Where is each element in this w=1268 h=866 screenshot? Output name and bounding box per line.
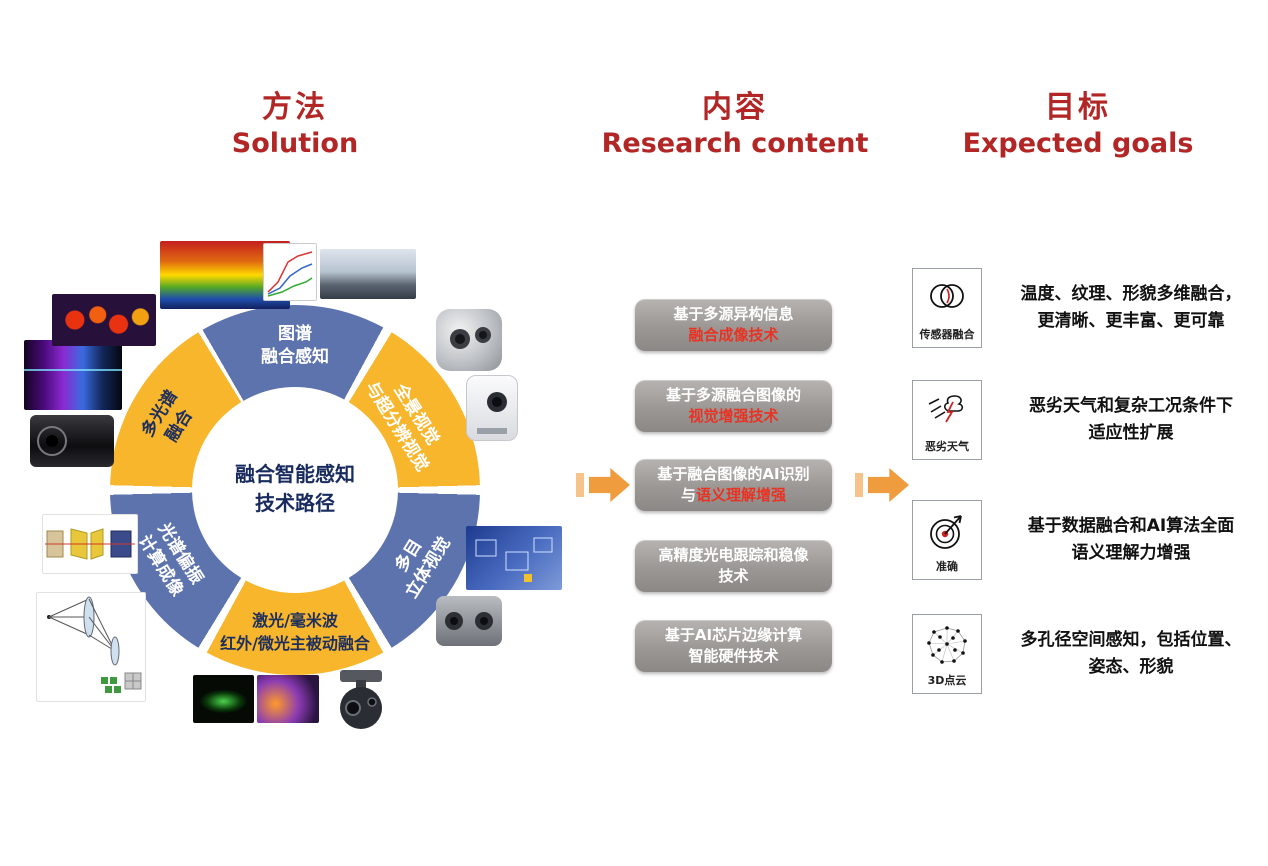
goal-box-accuracy: 准确 xyxy=(912,500,982,580)
solution-header-zh: 方法 xyxy=(262,90,328,125)
optical-path-svg xyxy=(47,596,142,693)
night-vision-frame-image xyxy=(193,675,254,723)
arrow-stripe xyxy=(855,473,863,497)
goals-header-zh: 目标 xyxy=(1045,90,1111,125)
white-camera-device-image xyxy=(466,375,518,441)
goal-label: 恶劣天气 xyxy=(925,440,969,453)
goal-desc-accuracy: 基于数据融合和AI算法全面 语义理解力增强 xyxy=(1027,516,1235,563)
goal-label: 3D点云 xyxy=(927,674,967,687)
donut-center-title: 融合智能感知 技术路径 xyxy=(235,462,355,515)
content-header: 内容 Research content xyxy=(595,82,875,159)
arrow-stripe xyxy=(576,473,584,497)
content-box-edge-computing: 基于AI芯片边缘计算 智能硬件技术 xyxy=(635,620,832,672)
spectral-curves-chart xyxy=(263,243,317,301)
panorama-photo xyxy=(320,249,416,299)
gimbal-camera-svg xyxy=(340,670,382,729)
goal-desc-point-cloud: 多孔径空间感知，包括位置、 姿态、形貌 xyxy=(1020,630,1242,677)
gimbal-camera-image xyxy=(322,668,400,732)
solution-header: 方法 Solution xyxy=(195,82,395,159)
black-lens-module-svg xyxy=(37,426,67,456)
bad-weather-icon xyxy=(925,388,969,432)
content-box-tracking-stabilization: 高精度光电跟踪和稳像 技术 xyxy=(635,540,832,592)
thermal-scene-frame-image xyxy=(257,675,319,723)
content-header-zh: 内容 xyxy=(702,90,768,125)
goals-header-en: Expected goals xyxy=(962,128,1194,159)
right-arrow-icon xyxy=(589,468,630,502)
goal-label: 传感器融合 xyxy=(919,328,975,341)
stereo-camera-image xyxy=(436,596,502,646)
content-header-en: Research content xyxy=(601,128,869,159)
sensor-fusion-icon xyxy=(925,276,969,320)
thermal-strawberries-image xyxy=(52,294,156,346)
point-cloud-icon xyxy=(925,622,969,670)
goal-desc-sensor-fusion: 温度、纹理、形貌多维融合， 更清晰、更丰富、更可靠 xyxy=(1020,284,1242,331)
stereo-blocks-svg xyxy=(475,537,553,582)
stereo-camera-svg xyxy=(445,612,493,630)
accuracy-target-icon xyxy=(925,508,969,556)
goals-header: 目标 Expected goals xyxy=(938,82,1218,159)
goal-box-sensor-fusion: 传感器融合 xyxy=(912,268,982,348)
spectral-waterfall-svg xyxy=(24,369,122,371)
optical-path-diagram xyxy=(36,592,146,702)
right-arrow-icon xyxy=(868,468,909,502)
donut-hole xyxy=(192,387,398,593)
lens-assembly-diagram xyxy=(42,514,138,574)
segment-label-top: 图谱 融合感知 xyxy=(261,324,329,367)
goal-desc-bad-weather: 恶劣天气和复杂工况条件下 适应性扩展 xyxy=(1029,396,1233,443)
content-box-vision-enhancement: 基于多源融合图像的 视觉增强技术 xyxy=(635,380,832,432)
multi-lens-camera-svg xyxy=(450,327,491,349)
flow-arrow-solution-to-content xyxy=(576,468,630,502)
flow-arrow-content-to-goals xyxy=(855,468,909,502)
segment-label-bottom: 激光/毫米波 红外/微光主被动融合 xyxy=(220,611,370,653)
goal-box-bad-weather: 恶劣天气 xyxy=(912,380,982,460)
goal-label: 准确 xyxy=(936,560,958,573)
content-box-fusion-imaging: 基于多源异构信息 融合成像技术 xyxy=(635,299,832,351)
stereo-blocks-scene-image xyxy=(466,526,562,590)
goal-box-point-cloud: 3D点云 xyxy=(912,614,982,694)
lens-assembly-svg xyxy=(45,528,135,560)
solution-header-en: Solution xyxy=(231,128,359,159)
white-camera-svg xyxy=(477,392,507,434)
spectral-waterfall-image xyxy=(24,340,122,410)
content-box-ai-recognition: 基于融合图像的AI识别 与语义理解增强 xyxy=(635,459,832,511)
spectral-curves-svg xyxy=(267,251,313,297)
multi-lens-camera-image xyxy=(436,309,502,371)
black-lens-module-image xyxy=(30,415,114,467)
